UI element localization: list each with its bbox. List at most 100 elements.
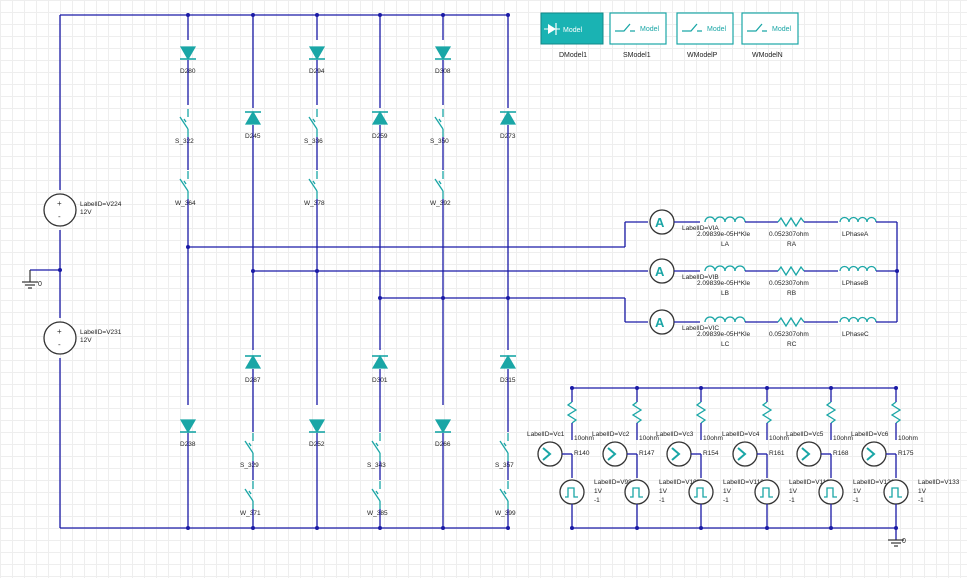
- bottom-wswitch-1[interactable]: W_385: [367, 481, 388, 517]
- bottom-wswitch-2[interactable]: W_399: [495, 481, 516, 517]
- model-smodel-label: SModel1: [623, 52, 651, 59]
- phase-1-resistance: 0.052307ohm: [769, 280, 809, 287]
- driver-2-r-label: R154: [703, 450, 719, 457]
- model-dmodel[interactable]: Model DModel1: [540, 12, 604, 59]
- bottom-switch-0[interactable]: S_329: [240, 433, 259, 469]
- svg-text:A: A: [655, 215, 665, 230]
- phase-1-meter-label: LabelID=VIB: [682, 274, 719, 281]
- model-smodel[interactable]: Model SModel1: [609, 12, 667, 59]
- bottom-wswitch-1-label: W_385: [367, 510, 388, 517]
- bottom-switch-0-label: S_329: [240, 462, 259, 469]
- driver-5-r-label: R175: [898, 450, 914, 457]
- gate-drivers: 010ohmR140LabelID=Vc1LabelID=V981V-110oh…: [527, 386, 960, 547]
- phase-1-r-label: RB: [787, 290, 796, 297]
- dc-source-v224[interactable]: + - LabelID=V224 12V: [43, 193, 122, 227]
- model-wmodelp[interactable]: Model WModelP: [676, 12, 734, 59]
- top-switch-1[interactable]: S_336: [304, 109, 323, 145]
- svg-text:-: -: [58, 212, 61, 221]
- phase-0-l-label: LA: [721, 241, 730, 248]
- bottom-wswitch-2-label: W_399: [495, 510, 516, 517]
- driver-0-res: 10ohm: [574, 435, 594, 442]
- phase-1-l-label: LB: [721, 290, 729, 297]
- driver-0-meter-label: LabelID=Vc1: [527, 431, 565, 438]
- model-smodel-icon-text: Model: [640, 26, 660, 33]
- driver-0-r-label: R140: [574, 450, 590, 457]
- top-switch-1-label: S_336: [304, 138, 323, 145]
- top-wswitch-2[interactable]: W_392: [430, 171, 451, 207]
- bottom-wswitch-0[interactable]: W_371: [240, 481, 261, 517]
- model-wmodelp-icon-text: Model: [707, 26, 727, 33]
- bottom-switch-1-label: S_343: [367, 462, 386, 469]
- phase-0-r-label: RA: [787, 241, 797, 248]
- driver-0-pulse-label: LabelID=V98: [594, 479, 632, 486]
- driver-3-r-label: R161: [769, 450, 785, 457]
- top-wswitch-1-label: W_378: [304, 200, 325, 207]
- top-switch-0[interactable]: S_322: [175, 109, 194, 145]
- inverter-legs: D280S_322W_364D238D245D287S_329W_371D294…: [175, 13, 648, 530]
- driver-4-v1: 1V: [853, 488, 862, 495]
- driver-4-r-label: R168: [833, 450, 849, 457]
- v231-value: 12V: [80, 337, 92, 344]
- power-rails: 0: [22, 14, 508, 529]
- driver-2-meter-label: LabelID=Vc3: [656, 431, 694, 438]
- top-wswitch-0[interactable]: W_364: [175, 171, 196, 207]
- bottom-switch-1[interactable]: S_343: [367, 433, 386, 469]
- top-switch-2[interactable]: S_350: [430, 109, 449, 145]
- driver-3-meter-label: LabelID=Vc4: [722, 431, 760, 438]
- ground-main-label: 0: [38, 281, 42, 288]
- model-dmodel-label: DModel1: [559, 52, 587, 59]
- bottom-switch-2[interactable]: S_357: [495, 433, 514, 469]
- driver-1-meter-label: LabelID=Vc2: [592, 431, 630, 438]
- driver-5-v1: 1V: [918, 488, 927, 495]
- phase-0-inductance: 2.09839e-05H*Kle: [697, 231, 751, 238]
- driver-5-v2: -1: [918, 497, 924, 504]
- phase-1-inductance: 2.09839e-05H*Kle: [697, 280, 751, 287]
- top-wswitch-1[interactable]: W_378: [304, 171, 325, 207]
- driver-0-v2: -1: [594, 497, 600, 504]
- dc-source-v231[interactable]: + - LabelID=V231 12V: [43, 321, 122, 355]
- driver-4-meter-label: LabelID=Vc5: [786, 431, 824, 438]
- driver-1-pulse-label: LabelID=V105: [659, 479, 701, 486]
- driver-3-res: 10ohm: [769, 435, 789, 442]
- driver-4-res: 10ohm: [833, 435, 853, 442]
- driver-2-v1: 1V: [723, 488, 732, 495]
- svg-text:A: A: [655, 264, 665, 279]
- phase-0-resistance: 0.052307ohm: [769, 231, 809, 238]
- bottom-wswitch-0-label: W_371: [240, 510, 261, 517]
- svg-text:+: +: [57, 327, 62, 336]
- driver-5-res: 10ohm: [898, 435, 918, 442]
- v224-value: 12V: [80, 209, 92, 216]
- top-switch-2-label: S_350: [430, 138, 449, 145]
- ground-right-label: 0: [902, 538, 906, 545]
- driver-1-res: 10ohm: [639, 435, 659, 442]
- phase-0-phase-label: LPhaseA: [842, 231, 869, 238]
- phase-2-resistance: 0.052307ohm: [769, 331, 809, 338]
- driver-1-v2: -1: [659, 497, 665, 504]
- phase-0-meter-label: LabelID=VIA: [682, 225, 719, 232]
- phase-2-r-label: RC: [787, 341, 797, 348]
- driver-4-v2: -1: [853, 497, 859, 504]
- driver-2-pulse-label: LabelID=V112: [723, 479, 764, 486]
- svg-text:+: +: [57, 199, 62, 208]
- driver-3-v1: 1V: [789, 488, 798, 495]
- driver-2-v2: -1: [723, 497, 729, 504]
- svg-text:A: A: [655, 315, 665, 330]
- top-switch-0-label: S_322: [175, 138, 194, 145]
- bottom-switch-2-label: S_357: [495, 462, 514, 469]
- model-wmodeln[interactable]: Model WModelN: [741, 12, 799, 59]
- model-wmodeln-label: WModelN: [752, 52, 783, 59]
- svg-text:-: -: [58, 340, 61, 349]
- driver-1-v1: 1V: [659, 488, 668, 495]
- driver-3-pulse-label: LabelID=V119: [789, 479, 830, 486]
